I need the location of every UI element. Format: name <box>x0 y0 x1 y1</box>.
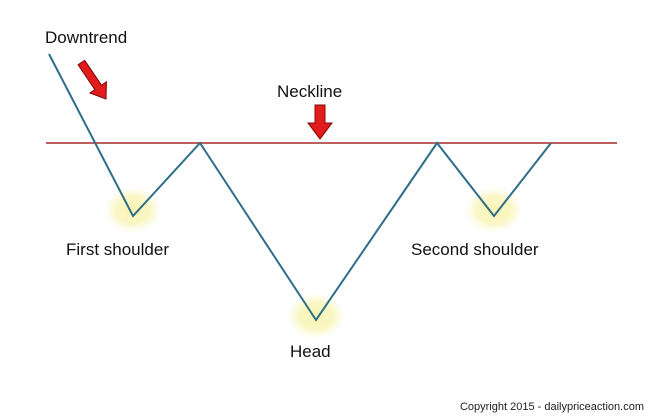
first-shoulder-highlight <box>103 186 163 234</box>
second-shoulder-highlight <box>464 186 524 234</box>
head-highlight <box>286 292 346 340</box>
copyright-text: Copyright 2015 - dailypriceaction.com <box>460 401 644 413</box>
price-path-line <box>48 53 552 322</box>
downtrend-label: Downtrend <box>45 28 127 47</box>
first-shoulder-label: First shoulder <box>66 240 169 259</box>
downtrend-arrow-icon <box>77 59 107 100</box>
neckline-label: Neckline <box>277 82 342 101</box>
second-shoulder-label: Second shoulder <box>411 240 539 259</box>
head-label: Head <box>290 342 331 361</box>
neckline-arrow-icon <box>307 104 333 140</box>
